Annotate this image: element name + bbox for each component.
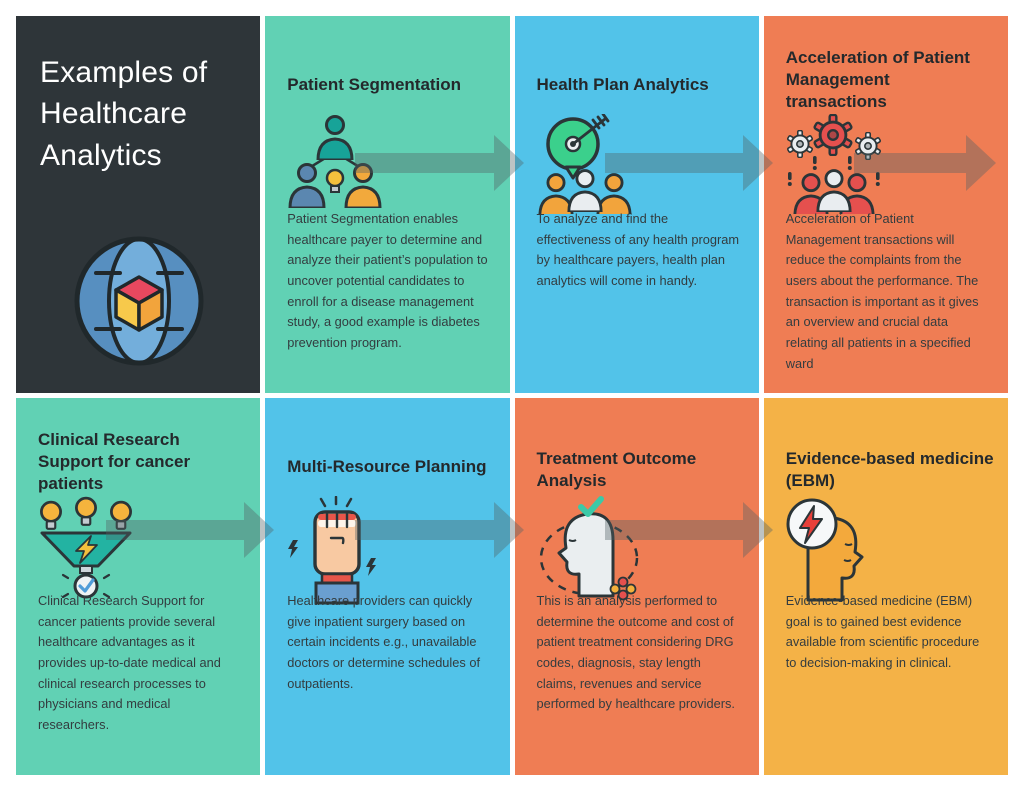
page-title: Examples of Healthcare Analytics xyxy=(40,56,208,172)
panel-title: Patient Segmentation xyxy=(287,75,462,94)
panel-title: Treatment Outcome Analysis xyxy=(536,449,697,490)
head-idea-icon xyxy=(784,496,884,604)
panel-title: Evidence-based medicine (EBM) xyxy=(785,449,994,490)
panel-multi-resource-planning: Multi-Resource Planning Healthcare xyxy=(265,398,524,775)
flow-arrow xyxy=(106,502,275,558)
panel-description: Acceleration of Patient Management trans… xyxy=(785,210,979,371)
gears-people-icon xyxy=(784,114,884,214)
panel-description: Evidence-based medicine (EBM) goal is to… xyxy=(785,592,980,670)
panel-clinical-research-support: Clinical Research Support for cancer pat… xyxy=(16,398,275,775)
funnel-ideas-icon xyxy=(36,496,136,604)
panel-title: Clinical Research Support for cancer pat… xyxy=(38,430,191,493)
panel-health-plan-analytics: Health Plan Analytics To analyze and fin… xyxy=(514,16,774,393)
flow-arrow xyxy=(604,135,774,191)
fist-icon xyxy=(285,496,385,608)
panel-title: Acceleration of Patient Management trans… xyxy=(785,48,970,111)
flow-arrow xyxy=(604,502,774,558)
panel-title: Health Plan Analytics xyxy=(536,75,709,94)
flow-arrow xyxy=(355,502,524,558)
panel-evidence-based-medicine: Evidence-based medicine (EBM) Evidence-b… xyxy=(763,398,1008,775)
panel-description: Patient Segmentation enables healthcare … xyxy=(287,210,488,351)
panel-patient-segmentation: Patient Segmentation Patient Segmentatio… xyxy=(265,16,524,393)
head-check-icon xyxy=(535,496,645,604)
panel-description: To analyze and find the effectiveness of… xyxy=(536,210,740,288)
panel-title: Multi-Resource Planning xyxy=(287,457,487,476)
globe-cube-icon xyxy=(64,226,214,376)
flow-arrow xyxy=(355,135,524,191)
panel-description: Clinical Research Support for cancer pat… xyxy=(38,592,221,733)
flow-arrow xyxy=(853,135,997,191)
panel-acceleration-patient-management: Acceleration of Patient Management trans… xyxy=(763,16,1008,393)
panel-description: This is an analysis performed to determi… xyxy=(536,592,735,712)
infographic-board: Examples of Healthcare Analytics Patient… xyxy=(16,16,1008,775)
panel-description: Healthcare providers can quickly give in… xyxy=(287,592,481,691)
people-idea-icon xyxy=(285,114,385,210)
title-panel: Examples of Healthcare Analytics xyxy=(16,16,261,393)
panel-treatment-outcome-analysis: Treatment Outcome Analysis This is an an… xyxy=(514,398,774,775)
target-people-icon xyxy=(535,114,635,214)
